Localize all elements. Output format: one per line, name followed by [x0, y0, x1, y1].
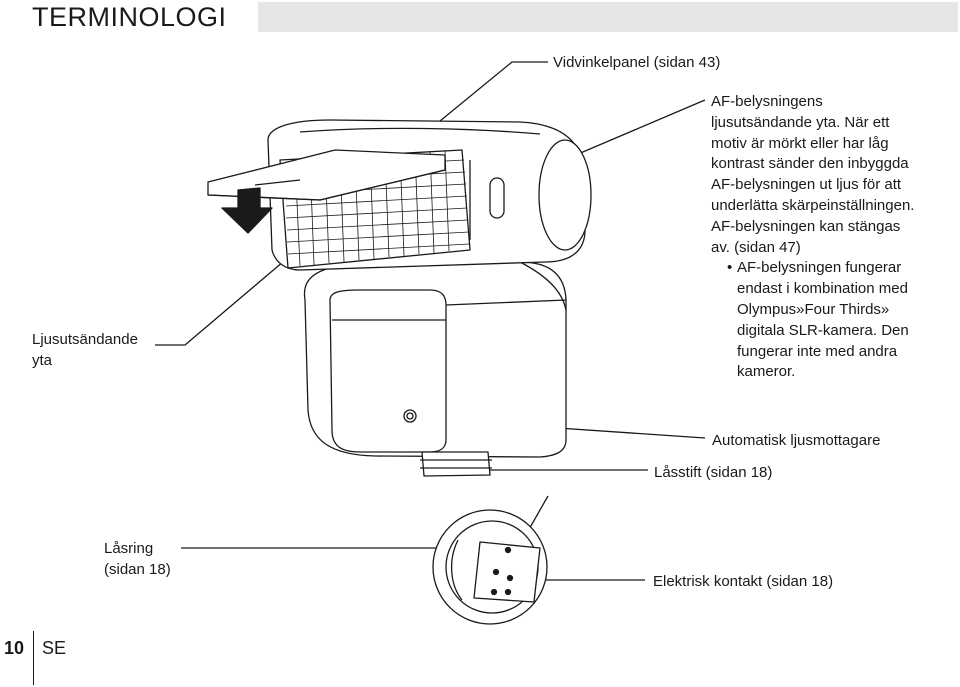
desc-line: ljusutsändande yta. När ett — [711, 113, 890, 131]
bullet-line: digitala SLR-kamera. Den — [737, 321, 909, 339]
label-light-surface-2: yta — [32, 352, 53, 369]
bullet-line: endast i kombination med — [737, 280, 908, 298]
bullet-dot: • — [727, 259, 733, 277]
desc-line: av. (sidan 47) — [711, 238, 801, 256]
desc-line: AF-belysningen ut ljus för att — [711, 176, 902, 194]
label-wide-panel: Vidvinkelpanel (sidan 43) — [553, 54, 721, 71]
label-auto-sensor: Automatisk ljusmottagare — [712, 432, 881, 449]
page-title: TERMINOLOGI — [32, 2, 227, 32]
page-number: 10 — [4, 638, 25, 658]
label-lock-ring-2: (sidan 18) — [104, 561, 171, 578]
label-lock-ring-1: Låsring — [104, 540, 154, 557]
label-electric-contact: Elektrisk kontakt (sidan 18) — [653, 573, 834, 590]
desc-line: AF-belysningen kan stängas — [711, 217, 901, 235]
bullet-line: Olympus»Four Thirds» — [737, 300, 890, 318]
bullet-item: •AF-belysningen fungerar — [711, 258, 951, 279]
contact-plate — [473, 541, 541, 603]
label-light-surface-1: Ljusutsändande — [32, 331, 138, 348]
bullet-line: kameror. — [737, 363, 796, 381]
desc-line: AF-belysningens — [711, 93, 823, 110]
af-description: AF-belysningens ljusutsändande yta. När … — [711, 92, 951, 383]
desc-line: kontrast sänder den inbyggda — [711, 155, 909, 173]
flash-shoe — [421, 451, 491, 477]
page-language: SE — [42, 638, 67, 658]
auto-sensor-dot — [403, 409, 417, 423]
desc-line: underlätta skärpeinställningen. — [711, 196, 915, 214]
down-arrow — [221, 187, 273, 234]
page-divider — [33, 631, 34, 685]
header-bar — [258, 2, 958, 32]
label-lock-pin: Låsstift (sidan 18) — [654, 464, 773, 481]
desc-line: motiv är mörkt eller har låg — [711, 134, 889, 152]
bullet-line: fungerar inte med andra — [737, 342, 898, 360]
